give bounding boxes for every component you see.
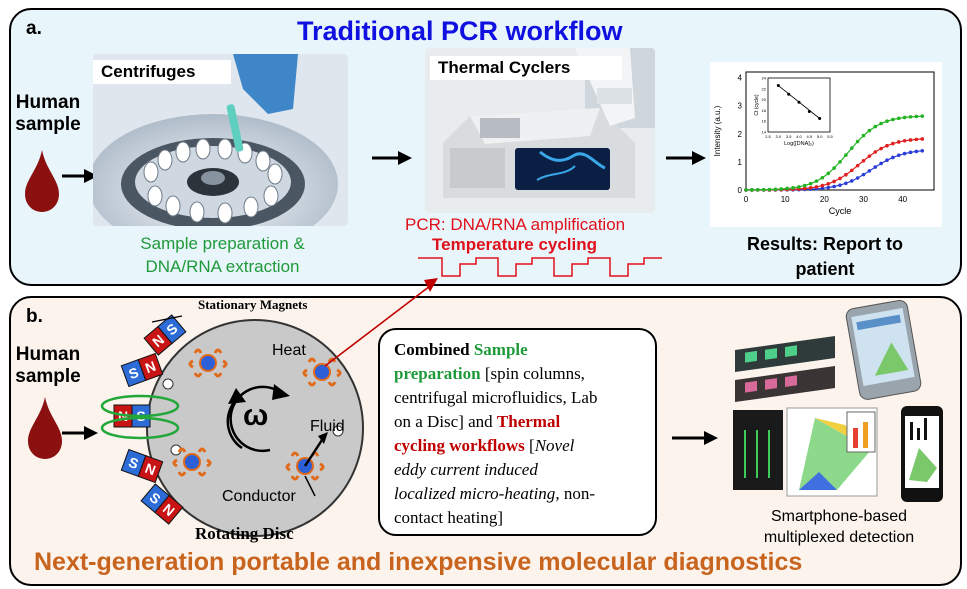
inset-x-tick: 3.5 [786,134,792,139]
y-tick-label: 1 [738,158,743,167]
blood-drop-icon-b [28,397,62,459]
human-sample-label-b: Human sample [9,344,87,388]
human-sample-label-a: Human sample [9,92,87,136]
inset-y-tick: 20 [762,97,767,102]
smartphone-line1: Smartphone-based [770,508,908,525]
human-sample-text-a: Human sample [15,92,81,135]
temp-cycling-caption: Temperature cycling [432,235,598,254]
results-line2: patient [795,259,855,279]
sample-prep-line2: DNA/RNA extraction [145,257,300,276]
inset-x-label: Log([DNA]₀) [784,141,814,147]
heat-label: Heat [272,342,306,359]
centrifuge-photo [93,54,348,226]
series-line [745,115,923,191]
x-axis-label: Cycle [829,206,852,216]
inset-point [797,100,801,104]
box-t5: centrifugal microfluidics, Lab [394,388,598,407]
arrow-icon-a2 [372,151,412,165]
results-line1: Results: Report to [746,234,903,254]
footer-title: Next-generation portable and inexpensive… [34,548,803,576]
inset-x-tick: 5.5 [827,134,833,139]
pcr-caption: PCR: DNA/RNA amplification [405,215,626,234]
omega-label: ω [243,399,269,432]
centrifuges-label: Centrifuges [93,60,231,84]
blood-drop-icon-a [25,150,59,212]
y-axis-label: Intensity (a.u.) [713,105,722,156]
fluid-label: Fluid [310,418,345,435]
inset-x-tick: 2.5 [765,134,771,139]
box-t3: preparation [394,364,481,383]
smartphone-detection-images [725,300,950,505]
arrow-icon-b1 [62,426,98,440]
combined-workflow-box: Combined Sample preparation [spin column… [378,328,657,536]
box-t10: Novel [534,436,575,455]
arrow-icon-a3 [666,151,706,165]
temperature-cycling-waveform [418,257,662,277]
inset-y-label: Ct (cycle) [754,94,760,115]
box-t8: cycling workflows [394,436,525,455]
inset-x-tick: 3.0 [776,134,782,139]
x-tick-label: 0 [744,195,749,204]
box-t12: localized micro-heating [394,484,556,503]
sample-prep-line1: Sample preparation & [140,234,305,253]
thermal-cyclers-label: Thermal Cyclers [430,56,622,80]
box-t14: contact heating] [394,508,504,527]
box-t4: [spin columns, [480,364,585,383]
results-caption: Results: Report to patient [705,232,945,282]
smartphone-line2: multiplexed detection [763,529,915,546]
inset-y-tick: 18 [762,108,767,113]
plot-frame [745,71,935,191]
stationary-magnets-label: Stationary Magnets [198,297,308,312]
inset-x-tick: 4.5 [807,134,813,139]
inset-x-tick: 4.0 [796,134,802,139]
panel-a-title: Traditional PCR workflow [297,16,623,46]
inset-y-tick: 16 [762,119,767,124]
x-tick-label: 20 [820,195,829,204]
inset-y-tick: 14 [762,130,767,135]
link-arrow-icon [324,278,438,367]
panel-a-letter: a. [26,18,42,39]
arrow-icon-b2 [672,431,718,445]
box-t13: , non- [555,484,595,503]
rotating-disc-label: Rotating Disc [195,524,294,543]
arrow-icon-a1 [62,169,98,183]
box-t9: [ [524,436,535,455]
panel-b-letter: b. [26,306,43,327]
human-sample-text-b: Human sample [15,344,81,387]
box-t7: Thermal [496,412,561,431]
box-t2: Sample [473,340,528,359]
box-t1: Combined [394,340,474,359]
inset-point [787,92,791,96]
conductor-label: Conductor [222,488,296,505]
inset-y-tick: 24 [762,76,767,81]
inset-y-tick: 22 [762,86,767,91]
x-tick-label: 10 [781,195,790,204]
x-tick-label: 30 [859,195,868,204]
y-tick-label: 4 [738,74,743,83]
y-tick-label: 3 [738,102,743,111]
inset-point [807,109,811,113]
box-t11: eddy current induced [394,460,538,479]
sample-prep-caption: Sample preparation & DNA/RNA extraction [95,232,350,278]
y-tick-label: 2 [738,130,743,139]
x-tick-label: 40 [898,195,907,204]
box-t6: on a Disc] and [394,412,497,431]
inset-point [776,84,780,88]
smartphone-caption: Smartphone-based multiplexed detection [726,506,952,548]
inset-x-tick: 5.0 [817,134,823,139]
inset-point [818,117,822,120]
y-tick-label: 0 [738,186,743,195]
series-line [746,150,923,191]
